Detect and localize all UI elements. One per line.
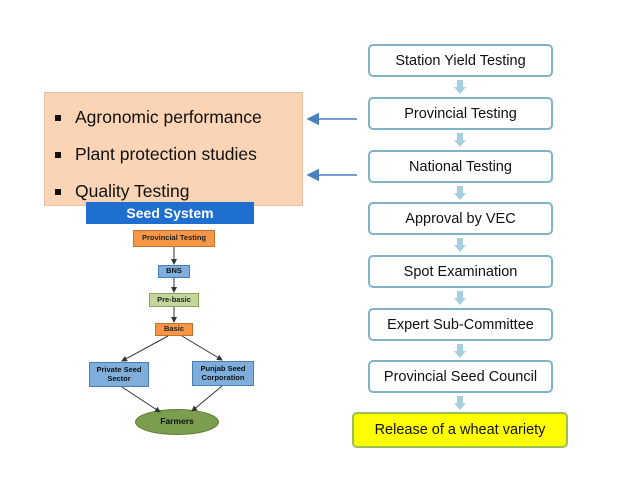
node-private-seed-sector: Private Seed Sector: [89, 362, 149, 387]
criteria-item: Plant protection studies: [51, 136, 262, 173]
step-approval-by-vec: Approval by VEC: [368, 202, 553, 235]
criteria-item: Quality Testing: [51, 173, 262, 210]
connector-basic-punjab: [181, 335, 223, 361]
step-release-wheat-variety: Release of a wheat variety: [352, 412, 568, 448]
connector-punjab-farmers: [191, 385, 223, 412]
seed-system-title: Seed System: [86, 202, 254, 224]
criteria-label: Plant protection studies: [75, 144, 257, 164]
step-expert-sub-committee: Expert Sub-Committee: [368, 308, 553, 341]
criteria-item: Agronomic performance: [51, 99, 262, 136]
connector-private-farmers: [121, 386, 161, 413]
criteria-label: Quality Testing: [75, 181, 190, 201]
connector-basic-private: [121, 335, 169, 362]
node-provincial-testing: Provincial Testing: [133, 230, 215, 247]
down-arrow-icon: [454, 344, 466, 358]
down-arrow-icon: [454, 80, 466, 94]
square-bullet-icon: [55, 151, 61, 158]
down-arrow-icon: [454, 133, 466, 147]
down-arrow-icon: [454, 396, 466, 410]
down-arrow-icon: [454, 291, 466, 305]
testing-criteria-box: Agronomic performance Plant protection s…: [44, 92, 303, 206]
node-basic: Basic: [155, 323, 193, 336]
step-national-testing: National Testing: [368, 150, 553, 183]
down-arrow-icon: [454, 186, 466, 200]
node-pre-basic: Pre-basic: [149, 293, 199, 307]
criteria-label: Agronomic performance: [75, 107, 262, 127]
node-punjab-seed-corporation: Punjab Seed Corporation: [192, 361, 254, 386]
step-provincial-seed-council: Provincial Seed Council: [368, 360, 553, 393]
step-station-yield-testing: Station Yield Testing: [368, 44, 553, 77]
node-bns: BNS: [158, 265, 190, 278]
square-bullet-icon: [55, 188, 61, 195]
step-spot-examination: Spot Examination: [368, 255, 553, 288]
node-farmers: Farmers: [135, 409, 219, 435]
down-arrow-icon: [454, 238, 466, 252]
testing-criteria-list: Agronomic performance Plant protection s…: [51, 99, 262, 210]
square-bullet-icon: [55, 114, 61, 121]
step-provincial-testing: Provincial Testing: [368, 97, 553, 130]
